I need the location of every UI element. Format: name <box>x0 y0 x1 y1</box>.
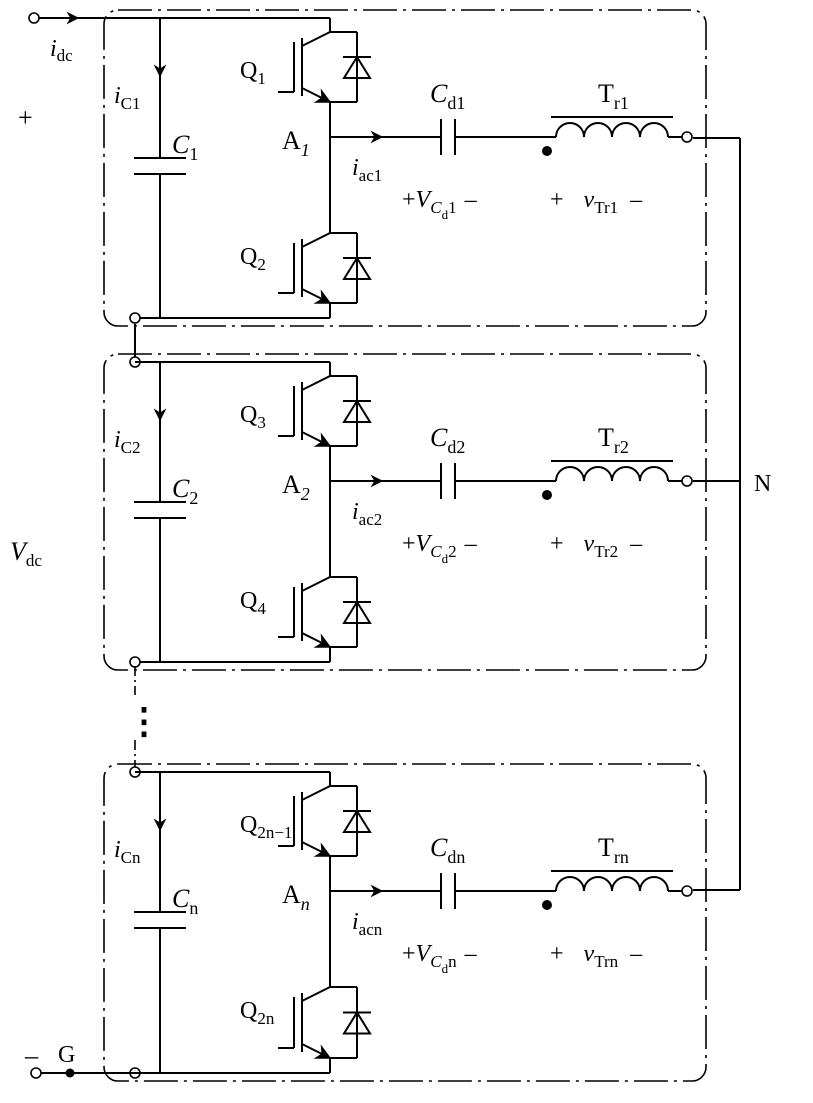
ac-current-label: iac2 <box>352 499 382 529</box>
transformer-label: Tr2 <box>598 423 629 457</box>
switch-lower-label: Q2n <box>240 998 275 1028</box>
bus-terminal <box>129 656 141 668</box>
continuation-ellipsis: ⋮ <box>126 701 162 741</box>
ac-current-label: iacn <box>352 909 383 939</box>
polarity-dot <box>542 490 552 500</box>
winding-voltage-label: +vTrn– <box>550 941 643 971</box>
cap-current-label: iC1 <box>114 83 141 113</box>
transformer-label: Trn <box>598 833 629 867</box>
winding-terminal <box>681 885 693 897</box>
switch-lower-label: Q2 <box>240 244 266 274</box>
cap-voltage-label: +VCdn– <box>402 941 478 976</box>
winding-voltage-label: +vTr1– <box>550 187 643 217</box>
switch-lower-label: Q4 <box>240 588 266 618</box>
dc-capacitor <box>134 148 186 184</box>
cap-current-label: iCn <box>114 837 141 867</box>
switch-upper-label: Q3 <box>240 402 266 432</box>
cap-voltage-label: +VCd2– <box>402 531 478 566</box>
ac-current-label: iac1 <box>352 155 382 185</box>
plus-terminal-label: + <box>18 103 33 132</box>
capacitor-label: C2 <box>172 474 198 508</box>
blocking-cap-label: Cd1 <box>430 79 465 113</box>
node-label: An <box>282 880 310 914</box>
dc-blocking-capacitor <box>440 119 456 155</box>
bus-terminal <box>129 312 141 324</box>
transformer-winding <box>551 460 693 487</box>
node-label: A2 <box>282 470 310 504</box>
module-boundary <box>103 353 707 671</box>
dc-blocking-capacitor <box>440 463 456 499</box>
node-label: A1 <box>282 126 310 160</box>
switch-upper-label: Q1 <box>240 58 266 88</box>
capacitor-label: Cn <box>172 884 198 918</box>
polarity-dot <box>542 146 552 156</box>
cap-voltage-label: +VCd1– <box>402 187 478 222</box>
cap-current-label: iC2 <box>114 427 141 457</box>
terminal-labels: + – G N idc Vdc ⋮ <box>10 36 771 1070</box>
igbt-lower <box>278 576 372 648</box>
winding-voltage-label: +vTr2– <box>550 531 643 561</box>
transformer-winding <box>551 870 693 897</box>
igbt-lower <box>278 232 372 304</box>
igbt-upper <box>278 31 372 103</box>
transformer-winding <box>551 116 693 143</box>
igbt-upper <box>278 375 372 447</box>
neutral-label: N <box>754 471 771 497</box>
blocking-cap-label: Cdn <box>430 833 465 867</box>
module-boundary <box>103 9 707 327</box>
igbt-lower <box>278 986 372 1059</box>
minus-terminal-label: – <box>24 1041 39 1070</box>
dc-capacitor <box>134 902 186 938</box>
igbt-upper <box>278 785 372 857</box>
switch-upper-label: Q2n−1 <box>240 812 292 842</box>
transformer-label: Tr1 <box>598 79 629 113</box>
dc-capacitor <box>134 492 186 528</box>
module-boundary <box>103 763 707 1082</box>
vdc-label: Vdc <box>10 537 42 570</box>
blocking-cap-label: Cd2 <box>430 423 465 457</box>
dc-blocking-capacitor <box>440 873 456 909</box>
ground-label: G <box>58 1042 75 1068</box>
bus-terminal <box>129 356 141 368</box>
capacitor-label: C1 <box>172 130 198 164</box>
bus-terminal <box>129 766 141 778</box>
polarity-dot <box>542 900 552 910</box>
idc-label: idc <box>50 36 73 65</box>
winding-terminal <box>681 131 693 143</box>
winding-terminal <box>681 475 693 487</box>
